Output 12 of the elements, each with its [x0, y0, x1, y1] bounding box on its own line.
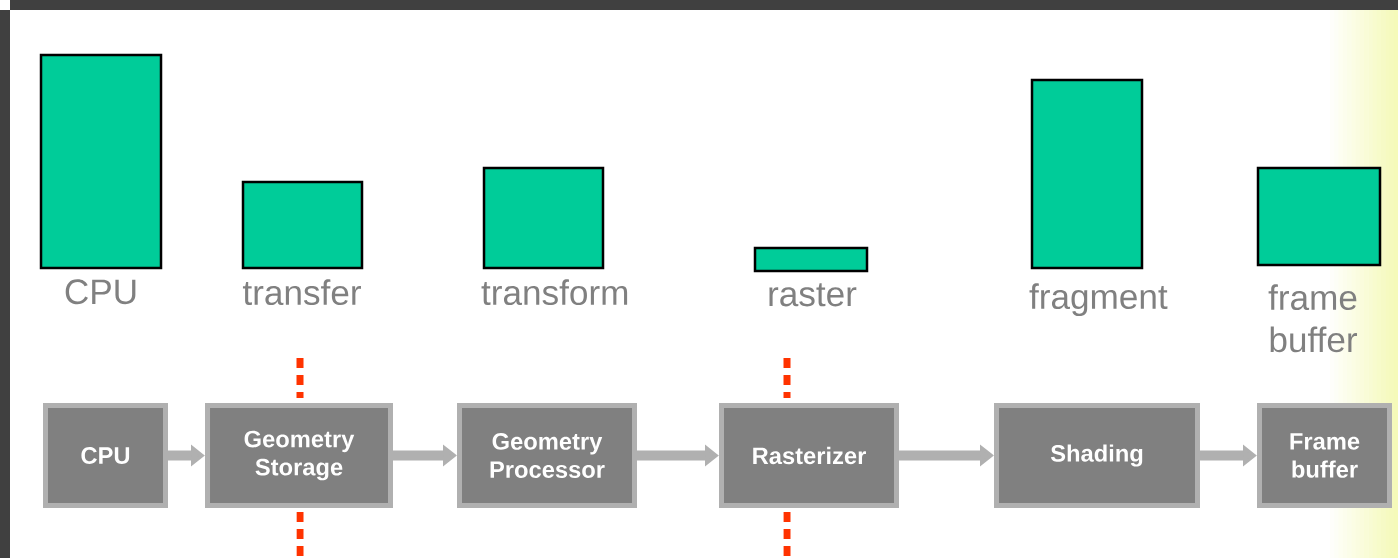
process-box: Rasterizer [719, 403, 899, 508]
process-box: Geometry Storage [205, 403, 393, 508]
process-box: CPU [43, 403, 168, 508]
bar-label: frame buffer [1268, 284, 1358, 353]
bar-label: CPU [65, 279, 136, 305]
bar-label: transform [481, 279, 628, 306]
bar-label: fragment [1029, 283, 1168, 317]
process-box: Geometry Processor [457, 403, 637, 508]
process-box: Shading [994, 403, 1200, 508]
bar-label: raster [769, 283, 857, 307]
process-box: Frame buffer [1257, 403, 1392, 508]
bar-label: transfer [242, 279, 361, 306]
